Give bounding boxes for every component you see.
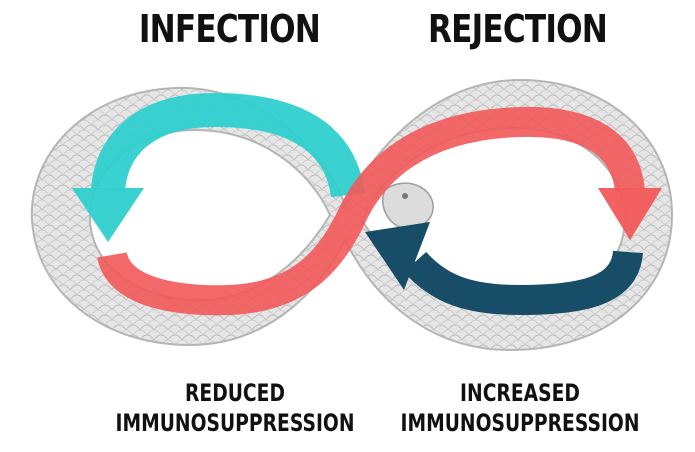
increased-immunosuppression-caption: INCREASED IMMUNOSUPPRESSION	[391, 378, 648, 438]
caption-left-line1: REDUCED	[106, 378, 363, 408]
caption-left-line2: IMMUNOSUPPRESSION	[106, 408, 363, 438]
infection-title: INFECTION	[139, 10, 311, 48]
rejection-title: REJECTION	[425, 10, 610, 48]
reduced-immunosuppression-caption: REDUCED IMMUNOSUPPRESSION	[106, 378, 363, 438]
caption-right-line1: INCREASED	[391, 378, 648, 408]
caption-right-line2: IMMUNOSUPPRESSION	[391, 408, 648, 438]
